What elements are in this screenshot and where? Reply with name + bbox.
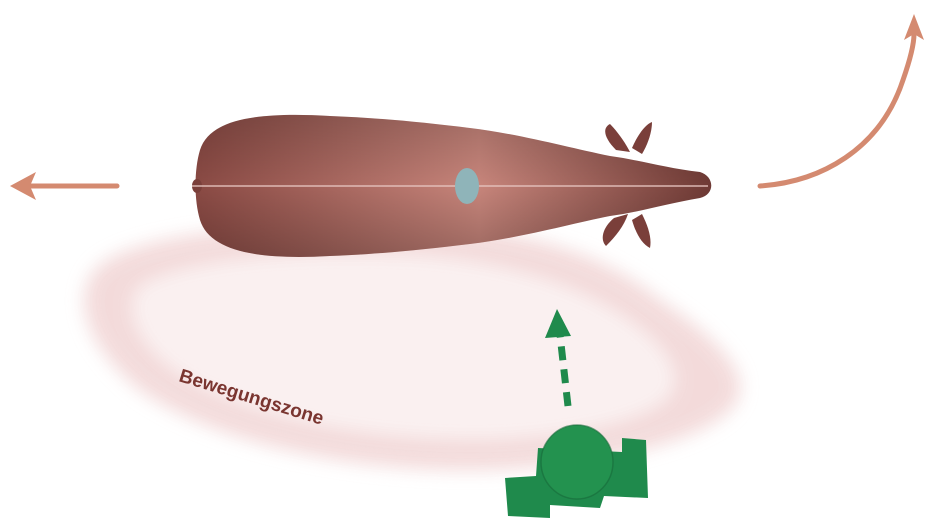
arrow-left-icon [10,172,117,200]
cow-icon [192,115,711,257]
movement-zone [84,224,740,470]
curved-arrow-icon [760,14,924,186]
balance-point [455,168,479,204]
